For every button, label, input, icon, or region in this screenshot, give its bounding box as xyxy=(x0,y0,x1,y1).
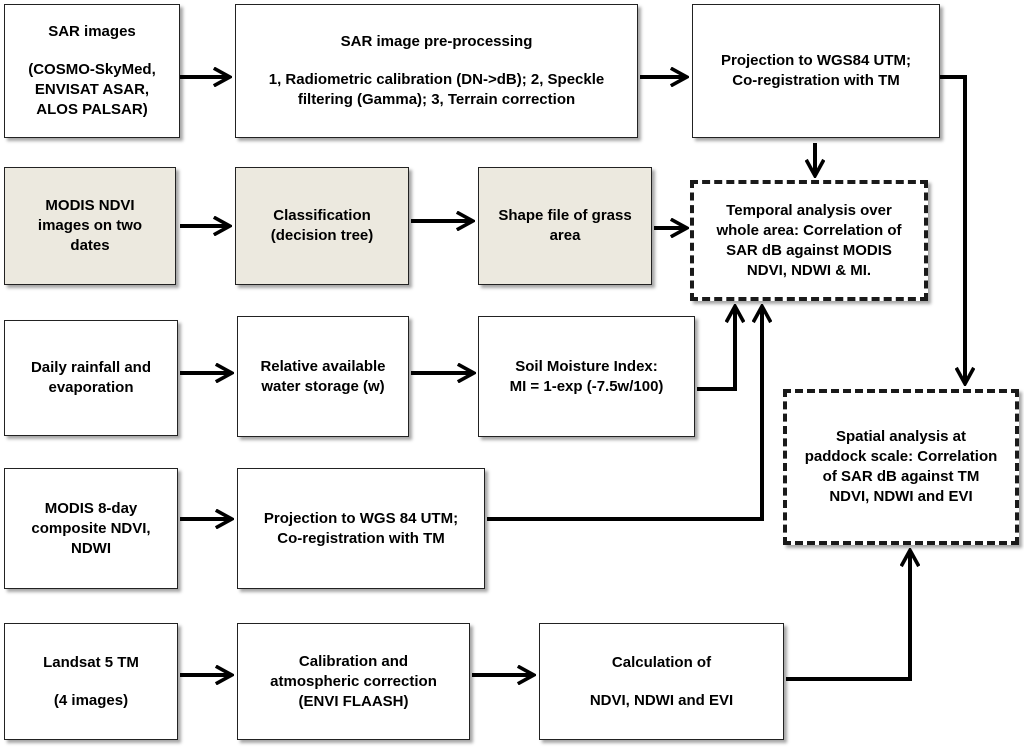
modis-ndvi-line: dates xyxy=(70,237,110,254)
modis-8day-box: MODIS 8-day composite NDVI, NDWI xyxy=(4,468,178,589)
modis-ndvi-line: images on two xyxy=(37,217,143,234)
spatial-analysis-line: paddock scale: Correlation xyxy=(804,448,998,465)
classification-line: Classification xyxy=(273,207,371,224)
projection-sar-line: Co-registration with TM xyxy=(732,72,900,89)
calibration-atmos-line: (ENVI FLAASH) xyxy=(298,692,409,710)
classification-line: (decision tree) xyxy=(270,227,374,244)
calibration-atmos-box: Calibration and atmospheric correction (… xyxy=(237,623,470,740)
sar-preprocessing-box: SAR image pre-processing 1, Radiometric … xyxy=(235,4,638,138)
landsat-line: (4 images) xyxy=(53,691,129,709)
modis-8day-line: NDWI xyxy=(71,539,111,557)
modis-8day-line: composite NDVI, xyxy=(31,519,151,537)
shape-file-line: area xyxy=(549,227,581,244)
water-storage-line: water storage (w) xyxy=(261,377,385,395)
landsat-box: Landsat 5 TM (4 images) xyxy=(4,623,178,740)
sar-preprocessing-line: 1, Radiometric calibration (DN->dB); 2, … xyxy=(268,71,605,88)
landsat-title: Landsat 5 TM xyxy=(43,653,139,671)
arrow-projection-to-spatial-analysis xyxy=(940,75,965,383)
spatial-analysis-line: Spatial analysis at xyxy=(835,428,967,445)
water-storage-box: Relative available water storage (w) xyxy=(237,316,409,437)
arrow-modis-projection-to-temporal-analysis xyxy=(487,307,762,521)
calculation-box: Calculation of NDVI, NDWI and EVI xyxy=(539,623,784,740)
temporal-analysis-line: Temporal analysis over xyxy=(726,201,892,219)
temporal-analysis-line: SAR dB against MODIS xyxy=(726,241,892,259)
rainfall-line: Daily rainfall and xyxy=(30,359,152,376)
calibration-atmos-line: atmospheric correction xyxy=(270,672,437,690)
modis-8day-line: MODIS 8-day xyxy=(44,499,138,517)
classification-box: Classification (decision tree) xyxy=(235,167,409,285)
projection-sar-line: Projection to WGS84 UTM; xyxy=(720,52,911,69)
temporal-analysis-box: Temporal analysis over whole area: Corre… xyxy=(690,180,928,301)
calculation-title: Calculation of xyxy=(611,653,712,671)
modis-ndvi-line: MODIS NDVI xyxy=(45,197,135,214)
water-storage-line: Relative available xyxy=(260,357,386,375)
shape-file-line: Shape file of grass xyxy=(498,207,632,224)
modis-ndvi-two-dates-box: MODIS NDVI images on two dates xyxy=(4,167,176,285)
calculation-line: NDVI, NDWI and EVI xyxy=(589,691,734,709)
sar-preprocessing-line: filtering (Gamma); 3, Terrain correction xyxy=(297,91,576,108)
projection-modis-line: Projection to WGS 84 UTM; xyxy=(263,509,459,527)
calibration-atmos-line: Calibration and xyxy=(298,652,409,670)
projection-modis-box: Projection to WGS 84 UTM; Co-registratio… xyxy=(237,468,485,589)
soil-moisture-box: Soil Moisture Index: MI = 1-exp (-7.5w/1… xyxy=(478,316,695,437)
spatial-analysis-line: NDVI, NDWI and EVI xyxy=(829,488,973,505)
shape-file-box: Shape file of grass area xyxy=(478,167,652,285)
sar-images-line: (COSMO-SkyMed, xyxy=(28,61,156,78)
arrow-soil-moisture-to-temporal-analysis xyxy=(697,307,735,391)
sar-images-box: SAR images (COSMO-SkyMed, ENVISAT ASAR, … xyxy=(4,4,180,138)
soil-moisture-line: Soil Moisture Index: xyxy=(515,357,658,375)
arrow-calculation-to-spatial-analysis xyxy=(786,551,910,681)
temporal-analysis-line: whole area: Correlation of xyxy=(716,221,902,239)
spatial-analysis-box: Spatial analysis at paddock scale: Corre… xyxy=(783,389,1019,545)
projection-sar-box: Projection to WGS84 UTM; Co-registration… xyxy=(692,4,940,138)
rainfall-box: Daily rainfall and evaporation xyxy=(4,320,178,436)
sar-preprocessing-title: SAR image pre-processing xyxy=(340,33,533,50)
sar-images-line: ALOS PALSAR) xyxy=(36,101,148,118)
projection-modis-line: Co-registration with TM xyxy=(277,529,445,547)
sar-images-title: SAR images xyxy=(48,23,136,40)
spatial-analysis-line: of SAR dB against TM xyxy=(822,468,980,485)
temporal-analysis-line: NDVI, NDWI & MI. xyxy=(746,261,872,279)
sar-images-line: ENVISAT ASAR, xyxy=(34,81,150,98)
soil-moisture-line: MI = 1-exp (-7.5w/100) xyxy=(509,377,664,395)
rainfall-line: evaporation xyxy=(48,379,134,396)
